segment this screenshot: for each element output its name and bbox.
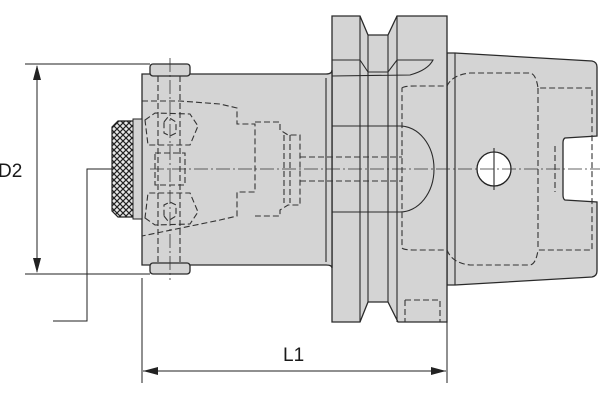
l1-label: L1 xyxy=(283,345,304,366)
arrow-down-icon xyxy=(33,258,41,273)
leader-line xyxy=(53,168,112,322)
dimension-d2: D2 xyxy=(0,63,150,275)
adapter-body xyxy=(141,69,333,269)
arrow-up-icon xyxy=(33,65,41,80)
dimension-l1: L1 xyxy=(141,278,448,383)
arrow-right-icon xyxy=(431,367,446,375)
tool-holder xyxy=(111,15,600,323)
taper-shank xyxy=(446,52,598,286)
arrow-left-icon xyxy=(143,367,158,375)
bore-outline xyxy=(332,125,435,213)
d2-label: D2 xyxy=(0,161,22,182)
